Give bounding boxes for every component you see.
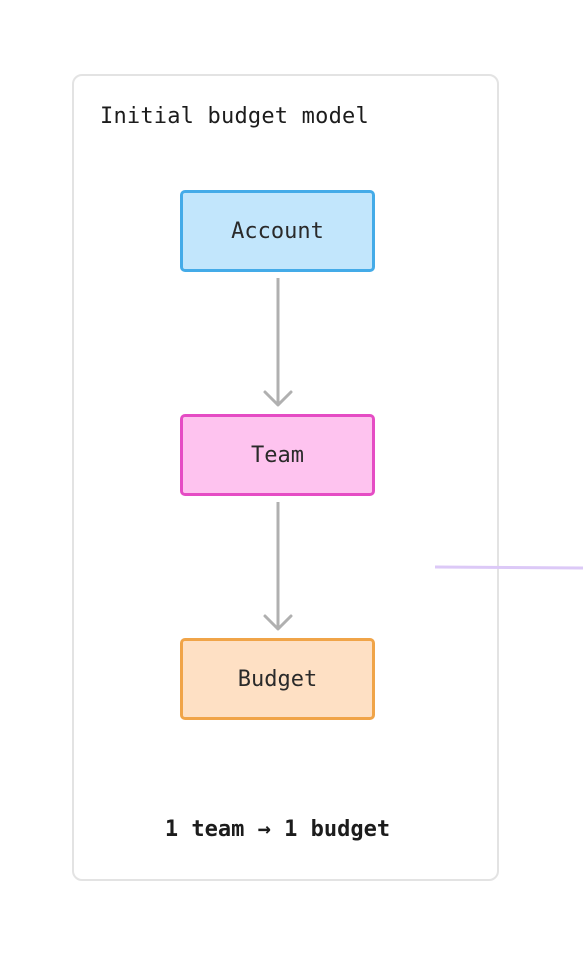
node-budget: Budget bbox=[180, 638, 375, 720]
node-budget-label: Budget bbox=[237, 666, 318, 692]
node-account: Account bbox=[180, 190, 375, 272]
node-team-label: Team bbox=[251, 442, 304, 468]
node-account-label: Account bbox=[231, 218, 324, 244]
relationship-caption: 1 team → 1 budget bbox=[164, 817, 391, 842]
panel-title: Initial budget model bbox=[100, 104, 369, 129]
node-team: Team bbox=[180, 414, 375, 496]
